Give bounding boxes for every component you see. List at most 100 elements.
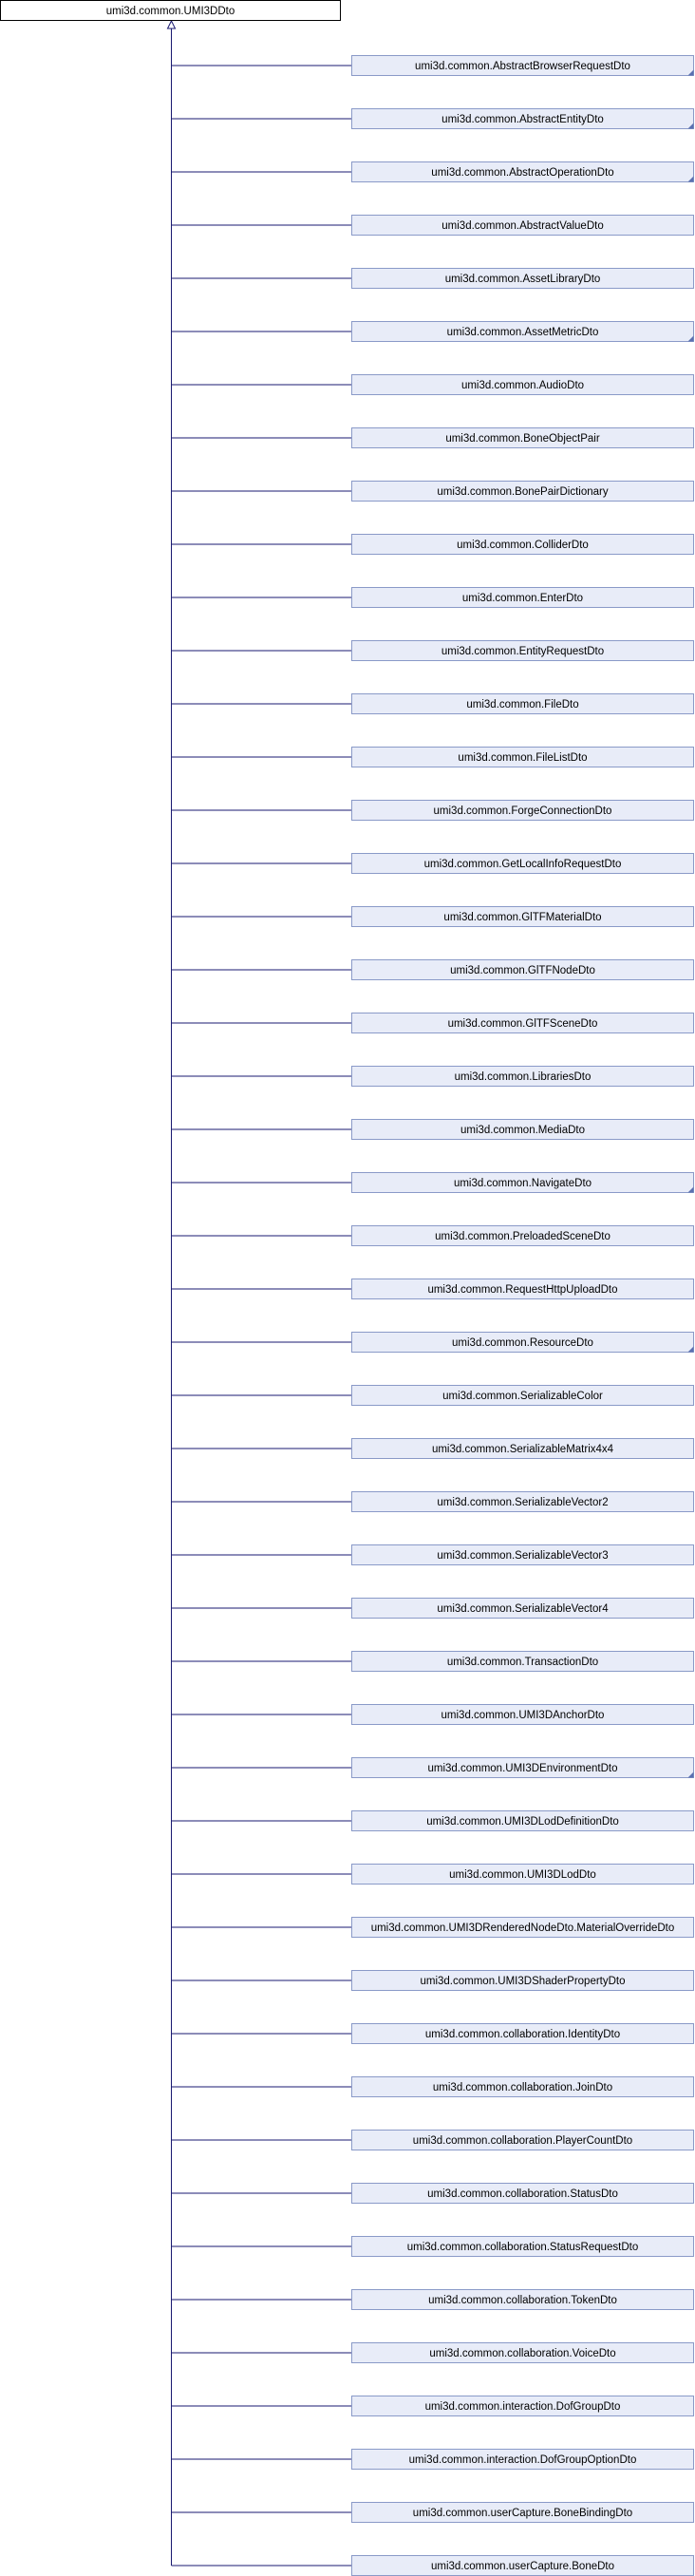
- derived-class-node[interactable]: umi3d.common.ResourceDto: [351, 1332, 694, 1353]
- derived-class-label: umi3d.common.ForgeConnectionDto: [434, 805, 612, 817]
- derived-class-node[interactable]: umi3d.common.interaction.DofGroupOptionD…: [351, 2449, 694, 2470]
- derived-class-label: umi3d.common.collaboration.VoiceDto: [429, 2348, 615, 2359]
- derived-class-label: umi3d.common.SerializableVector3: [437, 1550, 608, 1562]
- derived-class-node[interactable]: umi3d.common.NavigateDto: [351, 1172, 694, 1193]
- derived-class-box: [351, 55, 694, 76]
- derived-class-node[interactable]: umi3d.common.TransactionDto: [351, 1651, 694, 1672]
- derived-class-node[interactable]: umi3d.common.AbstractValueDto: [351, 215, 694, 236]
- derived-class-box: [351, 161, 694, 182]
- derived-class-label: umi3d.common.userCapture.BoneBindingDto: [413, 2508, 632, 2519]
- inheritance-arrowhead: [166, 19, 177, 29]
- derived-class-box: [351, 427, 694, 448]
- derived-class-node[interactable]: umi3d.common.EnterDto: [351, 587, 694, 608]
- derived-class-box: [351, 321, 694, 342]
- derived-class-nodes: umi3d.common.AbstractBrowserRequestDto um…: [351, 55, 694, 2576]
- derived-class-label: umi3d.common.EnterDto: [462, 593, 583, 604]
- derived-class-box: [351, 108, 694, 129]
- root-class-node[interactable]: umi3d.common.UMI3DDto: [0, 0, 341, 21]
- derived-class-node[interactable]: umi3d.common.userCapture.BoneDto: [351, 2555, 694, 2576]
- derived-class-node[interactable]: umi3d.common.EntityRequestDto: [351, 640, 694, 661]
- derived-class-node[interactable]: umi3d.common.PreloadedSceneDto: [351, 1225, 694, 1246]
- derived-class-box: [351, 1438, 694, 1459]
- derived-class-box: [351, 1544, 694, 1565]
- derived-class-box: [351, 2130, 694, 2150]
- derived-class-label: umi3d.common.AssetLibraryDto: [445, 274, 601, 285]
- derived-class-node[interactable]: umi3d.common.collaboration.VoiceDto: [351, 2342, 694, 2363]
- derived-class-label: umi3d.common.collaboration.IdentityDto: [425, 2029, 620, 2040]
- derived-class-node[interactable]: umi3d.common.AssetLibraryDto: [351, 268, 694, 289]
- derived-class-label: umi3d.common.AssetMetricDto: [447, 327, 599, 338]
- derived-class-node[interactable]: umi3d.common.FileListDto: [351, 747, 694, 767]
- derived-class-node[interactable]: umi3d.common.GlTFNodeDto: [351, 959, 694, 980]
- derived-class-label: umi3d.common.RequestHttpUploadDto: [427, 1284, 617, 1296]
- derived-class-label: umi3d.common.AbstractBrowserRequestDto: [415, 61, 630, 72]
- derived-class-label: umi3d.common.ResourceDto: [452, 1337, 593, 1349]
- derived-class-box: [351, 481, 694, 502]
- derived-class-node[interactable]: umi3d.common.SerializableVector3: [351, 1544, 694, 1565]
- derived-class-node[interactable]: umi3d.common.AbstractBrowserRequestDto: [351, 55, 694, 76]
- derived-class-node[interactable]: umi3d.common.UMI3DShaderPropertyDto: [351, 1970, 694, 1991]
- derived-class-node[interactable]: umi3d.common.ColliderDto: [351, 534, 694, 555]
- derived-class-node[interactable]: umi3d.common.collaboration.TokenDto: [351, 2289, 694, 2310]
- derived-class-node[interactable]: umi3d.common.GlTFMaterialDto: [351, 906, 694, 927]
- derived-class-node[interactable]: umi3d.common.interaction.DofGroupDto: [351, 2396, 694, 2416]
- derived-class-label: umi3d.common.collaboration.JoinDto: [433, 2082, 612, 2093]
- derived-class-node[interactable]: umi3d.common.SerializableVector4: [351, 1598, 694, 1619]
- derived-class-box: [351, 2396, 694, 2416]
- derived-class-node[interactable]: umi3d.common.UMI3DRenderedNodeDto.Materi…: [351, 1917, 694, 1938]
- derived-class-box: [351, 1598, 694, 1619]
- derived-class-label: umi3d.common.NavigateDto: [454, 1178, 592, 1189]
- derived-class-box: [351, 1172, 694, 1193]
- derived-class-box: [351, 1066, 694, 1087]
- derived-class-node[interactable]: umi3d.common.collaboration.JoinDto: [351, 2076, 694, 2097]
- derived-class-node[interactable]: umi3d.common.RequestHttpUploadDto: [351, 1279, 694, 1299]
- derived-class-node[interactable]: umi3d.common.UMI3DLodDefinitionDto: [351, 1810, 694, 1831]
- derived-class-box: [351, 587, 694, 608]
- derived-class-box: [351, 747, 694, 767]
- derived-class-node[interactable]: umi3d.common.FileDto: [351, 693, 694, 714]
- derived-class-label: umi3d.common.AbstractValueDto: [441, 220, 603, 232]
- derived-class-node[interactable]: umi3d.common.BonePairDictionary: [351, 481, 694, 502]
- derived-class-node[interactable]: umi3d.common.AbstractEntityDto: [351, 108, 694, 129]
- derived-class-label: umi3d.common.GlTFMaterialDto: [443, 912, 601, 923]
- derived-class-box: [351, 1704, 694, 1725]
- root-class-box: [0, 0, 341, 21]
- derived-class-label: umi3d.common.LibrariesDto: [455, 1071, 592, 1083]
- derived-class-box: [351, 215, 694, 236]
- derived-class-node[interactable]: umi3d.common.collaboration.IdentityDto: [351, 2023, 694, 2044]
- derived-class-node[interactable]: umi3d.common.LibrariesDto: [351, 1066, 694, 1087]
- derived-class-node[interactable]: umi3d.common.AbstractOperationDto: [351, 161, 694, 182]
- derived-class-box: [351, 268, 694, 289]
- derived-class-box: [351, 1757, 694, 1778]
- derived-class-label: umi3d.common.userCapture.BoneDto: [431, 2561, 614, 2572]
- derived-class-box: [351, 1385, 694, 1406]
- derived-class-label: umi3d.common.BoneObjectPair: [445, 433, 600, 445]
- derived-class-node[interactable]: umi3d.common.SerializableColor: [351, 1385, 694, 1406]
- derived-class-node[interactable]: umi3d.common.ForgeConnectionDto: [351, 800, 694, 821]
- derived-class-label: umi3d.common.ColliderDto: [457, 540, 589, 551]
- derived-class-label: umi3d.common.interaction.DofGroupOptionD…: [409, 2454, 637, 2466]
- derived-class-node[interactable]: umi3d.common.SerializableMatrix4x4: [351, 1438, 694, 1459]
- derived-class-node[interactable]: umi3d.common.UMI3DLodDto: [351, 1864, 694, 1885]
- derived-class-node[interactable]: umi3d.common.SerializableVector2: [351, 1491, 694, 1512]
- derived-class-node[interactable]: umi3d.common.AudioDto: [351, 374, 694, 395]
- derived-class-box: [351, 1013, 694, 1033]
- derived-class-node[interactable]: umi3d.common.BoneObjectPair: [351, 427, 694, 448]
- derived-class-label: umi3d.common.SerializableVector4: [437, 1603, 609, 1615]
- derived-class-node[interactable]: umi3d.common.MediaDto: [351, 1119, 694, 1140]
- derived-class-node[interactable]: umi3d.common.GetLocalInfoRequestDto: [351, 853, 694, 874]
- derived-class-box: [351, 2023, 694, 2044]
- derived-class-node[interactable]: umi3d.common.GlTFSceneDto: [351, 1013, 694, 1033]
- derived-class-node[interactable]: umi3d.common.UMI3DAnchorDto: [351, 1704, 694, 1725]
- derived-class-box: [351, 1810, 694, 1831]
- root-class-label: umi3d.common.UMI3DDto: [106, 6, 235, 17]
- derived-class-node[interactable]: umi3d.common.userCapture.BoneBindingDto: [351, 2502, 694, 2523]
- derived-class-node[interactable]: umi3d.common.UMI3DEnvironmentDto: [351, 1757, 694, 1778]
- derived-class-box: [351, 2342, 694, 2363]
- derived-class-node[interactable]: umi3d.common.collaboration.StatusRequest…: [351, 2236, 694, 2257]
- derived-class-node[interactable]: umi3d.common.AssetMetricDto: [351, 321, 694, 342]
- derived-class-label: umi3d.common.UMI3DEnvironmentDto: [427, 1763, 617, 1774]
- derived-class-node[interactable]: umi3d.common.collaboration.StatusDto: [351, 2183, 694, 2204]
- derived-class-node[interactable]: umi3d.common.collaboration.PlayerCountDt…: [351, 2130, 694, 2150]
